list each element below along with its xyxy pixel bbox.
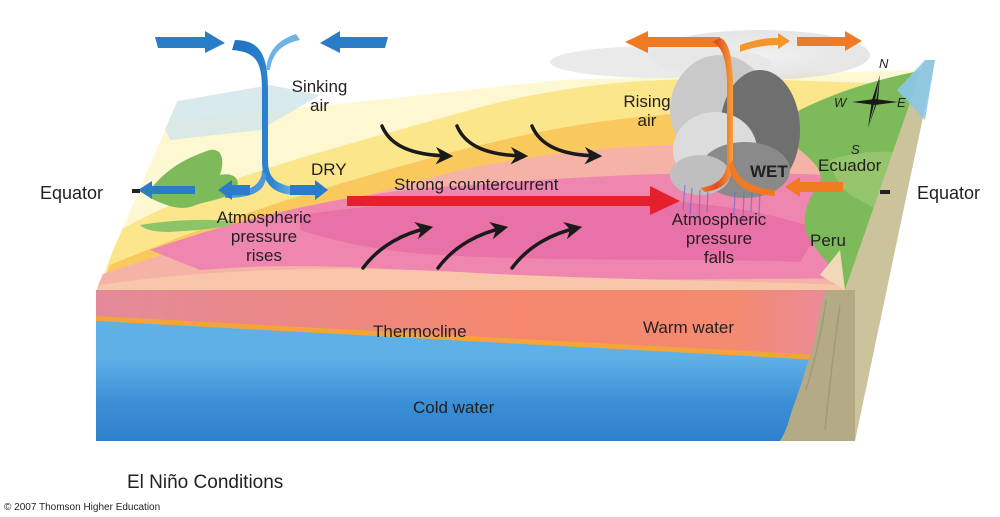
rising-air-line1: Rising	[623, 92, 671, 111]
pressure-falls-line3: falls	[703, 248, 735, 267]
storm-cloud	[550, 30, 870, 221]
wind-arrow	[530, 124, 603, 165]
lower-left-outflow-arrow	[218, 180, 250, 200]
warm-water-label: Warm water	[643, 318, 734, 337]
sinking-air-line1: Sinking	[291, 77, 348, 96]
indonesia-islands	[140, 219, 235, 232]
rising-air-label: Rising air	[612, 92, 682, 130]
equator-label-right: Equator	[917, 183, 981, 203]
sinking-air-cell	[138, 31, 388, 200]
sinking-air-label: Sinking air	[282, 77, 357, 115]
lower-right-outflow-arrow	[290, 180, 328, 200]
compass-rose-icon	[852, 75, 898, 128]
ecuador-label: Ecuador	[818, 156, 882, 175]
rain-streaks	[682, 184, 761, 221]
wet-label: WET	[750, 162, 788, 181]
upper-right-outflow-arrow	[797, 31, 862, 51]
pressure-falls-label: Atmospheric pressure falls	[660, 210, 778, 267]
peru-label: Peru	[810, 231, 846, 250]
pressure-rises-line3: rises	[246, 246, 282, 265]
continental-cliff-side	[845, 60, 935, 441]
pressure-rises-line1: Atmospheric	[216, 208, 312, 227]
wind-arrow	[361, 222, 434, 270]
compass-north: N	[879, 56, 889, 71]
wind-arrow	[380, 124, 454, 165]
rising-air-cell	[625, 31, 862, 197]
rising-air-tube	[700, 38, 733, 192]
pressure-rises-line2: pressure	[230, 227, 298, 246]
pressure-rises-label: Atmospheric pressure rises	[205, 208, 323, 265]
pressure-falls-line2: pressure	[685, 229, 753, 248]
figure-caption: El Niño Conditions	[127, 472, 284, 493]
wind-arrow	[510, 222, 583, 270]
compass-east: E	[897, 95, 906, 110]
ocean-cross-section	[96, 290, 855, 441]
surface-wind-arrows	[361, 124, 603, 270]
equator-tick-left	[132, 189, 140, 193]
wind-arrow	[455, 124, 529, 165]
dry-label: DRY	[311, 160, 347, 179]
cold-water-label: Cold water	[413, 398, 495, 417]
equator-tick-right	[880, 190, 890, 194]
wind-arrow	[436, 222, 509, 270]
countercurrent-arrow	[347, 186, 680, 215]
pressure-falls-line1: Atmospheric	[671, 210, 767, 229]
thermocline-label: Thermocline	[373, 322, 467, 341]
sinking-air-line2: air	[310, 96, 329, 115]
upper-left-outflow-arrow	[625, 31, 720, 53]
equator-west-arrow	[138, 181, 195, 199]
copyright-notice: © 2007 Thomson Higher Education	[4, 502, 161, 513]
upper-right-inflow-arrow	[320, 31, 388, 53]
compass-south: S	[851, 142, 860, 157]
equator-label-left: Equator	[40, 183, 104, 203]
thermocline-line	[96, 316, 820, 360]
countercurrent-label: Strong countercurrent	[394, 175, 559, 194]
equator-east-inflow-arrow	[785, 177, 843, 197]
rising-air-line2: air	[637, 111, 657, 130]
upper-mid-outflow-arrow	[740, 33, 790, 52]
compass-west: W	[834, 95, 847, 110]
sinking-air-tube	[232, 40, 300, 196]
warm-water-layer	[96, 290, 845, 358]
upper-left-inflow-arrow	[155, 31, 225, 53]
